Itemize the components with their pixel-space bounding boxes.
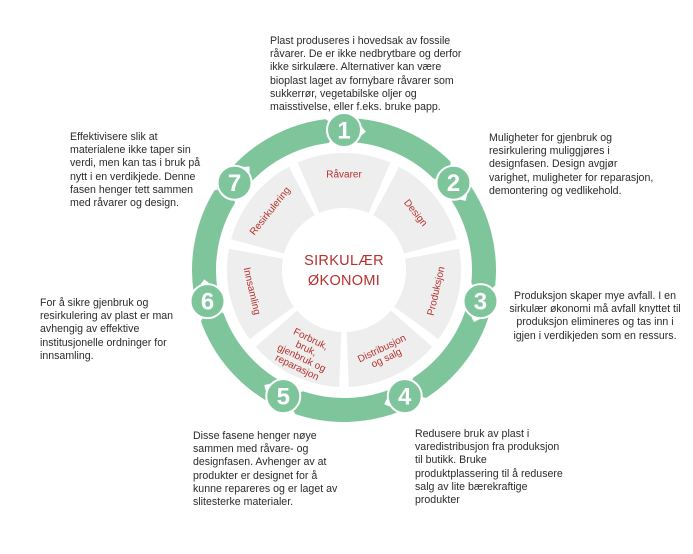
ring-arrow-4 xyxy=(286,388,401,422)
stage-number-badges: 1 2 3 4 5 6 7 xyxy=(189,112,499,415)
badge-circle-7 xyxy=(216,164,253,201)
badge-circle-5 xyxy=(265,378,302,415)
stage-number-1: 1 xyxy=(337,118,350,145)
segment-stage-6 xyxy=(226,248,294,340)
segment-label-1: Råvarer xyxy=(326,169,362,181)
description-stage-3: Produksjon skaper mye avfall. I en sirku… xyxy=(509,290,681,342)
ring-arrow-5 xyxy=(201,304,281,403)
segment-stage-3 xyxy=(394,248,462,340)
segment-stage-5 xyxy=(255,310,342,387)
stage-number-7: 7 xyxy=(228,170,241,197)
description-stage-7: Effektivisere slik at materialene ikke t… xyxy=(70,131,201,210)
center-hub: SIRKULÆR ØKONOMI xyxy=(282,208,406,332)
badge-circle-1 xyxy=(326,112,362,148)
segment-stage-2 xyxy=(373,166,457,254)
ring-arrow-6 xyxy=(191,185,235,294)
stage-number-3: 3 xyxy=(474,289,487,316)
center-title-line2: ØKONOMI xyxy=(308,273,380,289)
ring-arrows xyxy=(191,118,497,422)
segment-stage-1 xyxy=(297,152,391,214)
stage-number-6: 6 xyxy=(201,289,214,316)
description-stage-5: Disse fasene henger nøye sammen med råva… xyxy=(193,430,338,509)
badge-circle-6 xyxy=(189,283,226,320)
center-title-line1: SIRKULÆR xyxy=(304,253,384,269)
stage-number-5: 5 xyxy=(277,384,290,411)
badge-circle-4 xyxy=(386,378,423,415)
ring-arrow-1 xyxy=(352,118,452,180)
stage-number-4: 4 xyxy=(398,384,412,411)
description-stage-1: Plast produseres i hovedsak av fossile r… xyxy=(270,35,462,114)
ring-arrow-3 xyxy=(408,307,490,398)
segment-stage-4 xyxy=(346,310,433,387)
stage-number-2: 2 xyxy=(447,170,460,197)
badge-circle-3 xyxy=(462,283,499,320)
description-stage-2: Muligheter for gjenbruk og resirkulering… xyxy=(489,132,654,197)
badge-circle-2 xyxy=(435,164,472,201)
center-circle xyxy=(282,208,406,332)
description-stage-6: For å sikre gjenbruk og resirkulering av… xyxy=(40,297,174,362)
description-stage-4: Redusere bruk av plast i varedistribusjo… xyxy=(415,428,563,507)
ring-arrow-2 xyxy=(449,183,497,298)
segment-stage-7 xyxy=(231,166,315,254)
ring-arrow-7 xyxy=(232,119,341,184)
